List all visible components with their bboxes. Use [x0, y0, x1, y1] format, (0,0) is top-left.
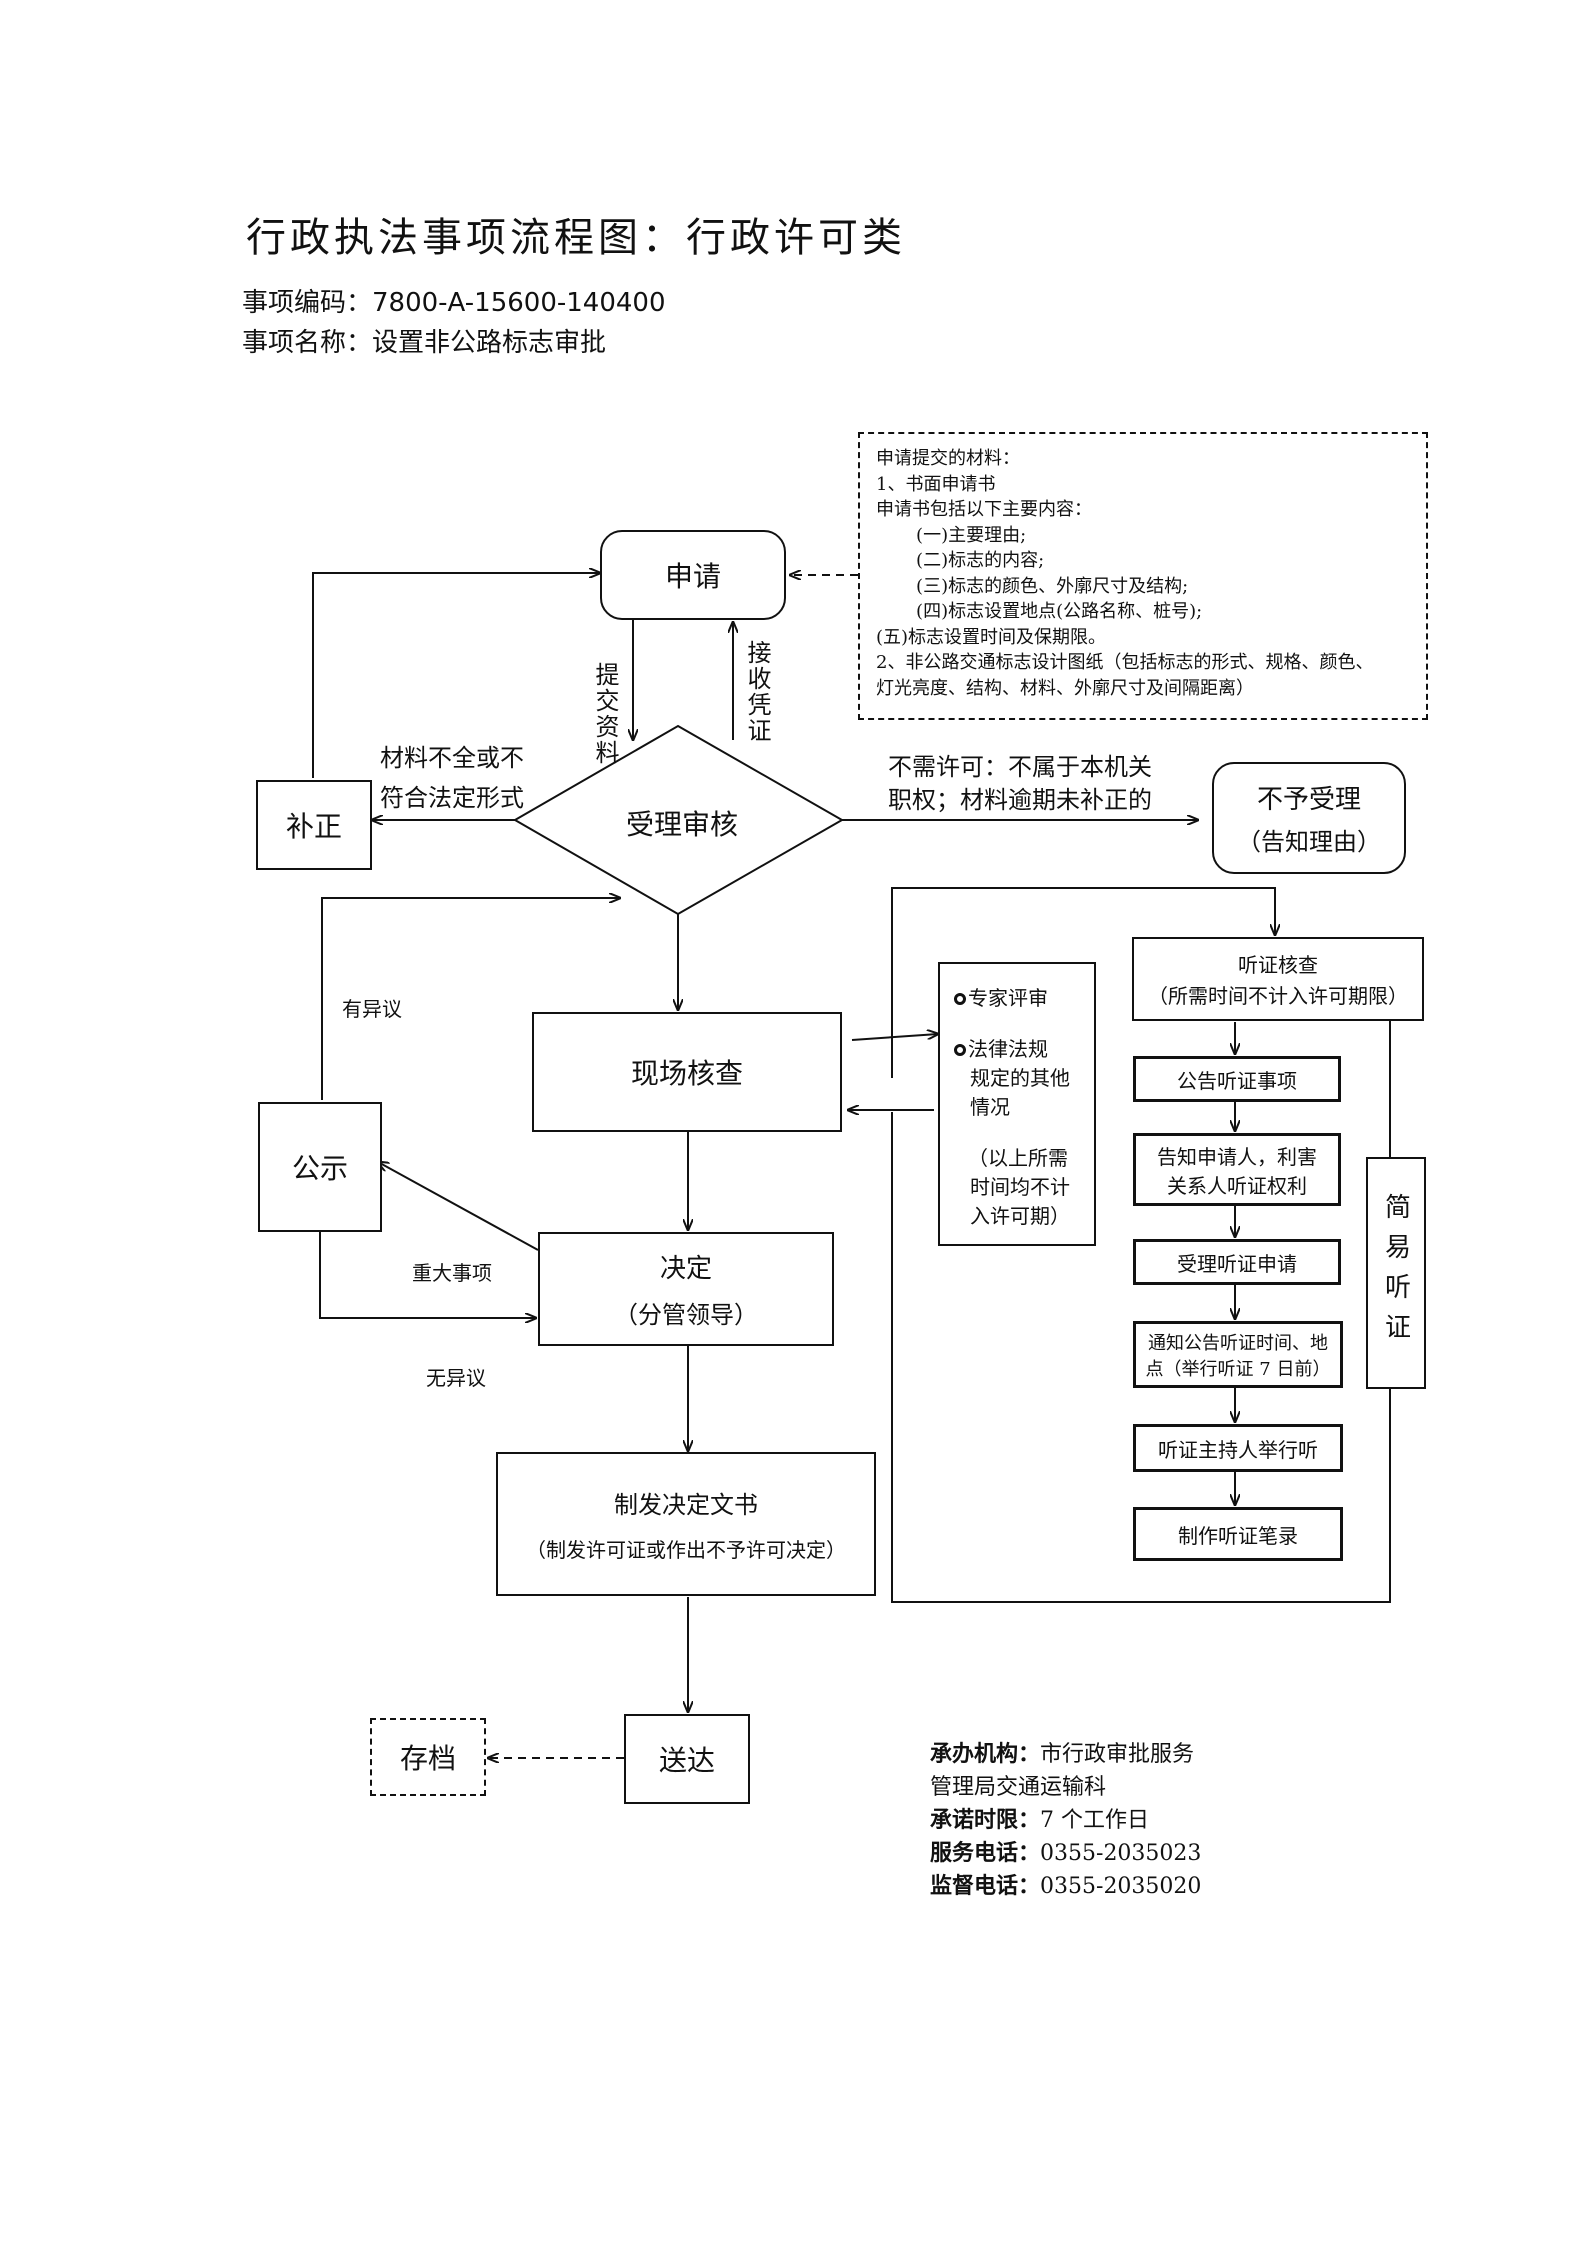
phone-value: 0355-2035023 — [1040, 1841, 1202, 1866]
major-label: 重大事项 — [412, 1261, 492, 1285]
item-code: 事项编码：7800-A-15600-140400 — [242, 288, 666, 318]
law-line-1: 法律法规 — [968, 1037, 1048, 1061]
inspect-node[interactable]: 现场核查 — [532, 1012, 842, 1132]
law-bullet-icon — [954, 1044, 966, 1056]
side-conditions-box: 专家评审 法律法规 规定的其他 情况 （以上所需 时间均不计 入许可期） — [938, 962, 1096, 1246]
page-title: 行政执法事项流程图：行政许可类 — [246, 215, 906, 261]
hearing-step-hold[interactable]: 听证主持人举行听 — [1133, 1424, 1343, 1472]
hearing-step-notify-rights[interactable]: 告知申请人，利害 关系人听证权利 — [1133, 1133, 1341, 1206]
to-side-arrow — [851, 1034, 938, 1041]
correct-node[interactable]: 补正 — [256, 780, 372, 870]
hearing-step-announce[interactable]: 公告听证事项 — [1133, 1056, 1341, 1102]
expert-bullet-icon — [954, 993, 966, 1005]
law-line-2: 规定的其他 — [970, 1066, 1070, 1090]
major-arrow — [378, 1162, 539, 1251]
note-line-2: 时间均不计 — [970, 1175, 1070, 1199]
review-node[interactable]: 受理审核 — [626, 808, 739, 841]
reject-node[interactable]: 不予受理 （告知理由） — [1212, 762, 1406, 874]
supervise-value: 0355-2035020 — [1040, 1874, 1202, 1899]
supervise-label: 监督电话： — [930, 1874, 1041, 1899]
publicize-node[interactable]: 公示 — [258, 1102, 382, 1232]
submit-label: 提交资料 — [591, 662, 619, 766]
reject-reason-2: 职权；材料逾期未补正的 — [888, 786, 1152, 814]
time-label: 承诺时限： — [930, 1808, 1041, 1833]
no-objection-arrow — [319, 1232, 536, 1318]
correct-reason-1: 材料不全或不 — [380, 744, 524, 772]
time-value: 7 个工作日 — [1040, 1808, 1150, 1833]
decide-node[interactable]: 决定 （分管领导） — [538, 1232, 834, 1346]
no-objection-label: 无异议 — [426, 1366, 486, 1390]
simple-hearing-node[interactable]: 简易听证 — [1366, 1157, 1426, 1389]
hearing-step-notice-time[interactable]: 通知公告听证时间、地 点（举行听证 7 日前） — [1133, 1321, 1343, 1388]
phone-label: 服务电话： — [930, 1841, 1041, 1866]
objection-label: 有异议 — [342, 997, 402, 1021]
deliver-node[interactable]: 送达 — [624, 1714, 750, 1804]
materials-note: 申请提交的材料： 1、书面申请书 申请书包括以下主要内容： (一)主要理由; (… — [858, 432, 1428, 720]
to-hearing-arrow — [891, 887, 1275, 1078]
receipt-label: 接收凭证 — [743, 640, 771, 744]
apply-node[interactable]: 申请 — [600, 530, 786, 620]
note-line-3: 入许可期） — [970, 1204, 1070, 1228]
expert-review: 专家评审 — [968, 986, 1048, 1010]
org-value-2: 管理局交通运输科 — [930, 1775, 1107, 1800]
item-name: 事项名称：设置非公路标志审批 — [242, 328, 607, 358]
hearing-step-record[interactable]: 制作听证笔录 — [1133, 1507, 1343, 1561]
correct-to-apply-arrow — [312, 573, 600, 778]
reject-reason-1: 不需许可：不属于本机关 — [888, 753, 1152, 781]
law-line-3: 情况 — [970, 1095, 1010, 1119]
review-diamond — [512, 724, 845, 916]
contact-info: 承办机构：市行政审批服务 管理局交通运输科 承诺时限：7 个工作日 服务电话：0… — [930, 1738, 1201, 1903]
archive-node[interactable]: 存档 — [370, 1718, 486, 1796]
note-line-1: （以上所需 — [968, 1146, 1068, 1170]
hearing-step-accept[interactable]: 受理听证申请 — [1133, 1239, 1341, 1285]
hearing-check-node[interactable]: 听证核查 （所需时间不计入许可期限） — [1132, 937, 1424, 1021]
objection-arrow — [321, 898, 620, 1100]
issue-node[interactable]: 制发决定文书 （制发许可证或作出不予许可决定） — [496, 1452, 876, 1596]
org-value: 市行政审批服务 — [1040, 1742, 1195, 1767]
org-label: 承办机构： — [930, 1742, 1041, 1767]
correct-reason-2: 符合法定形式 — [380, 784, 524, 812]
